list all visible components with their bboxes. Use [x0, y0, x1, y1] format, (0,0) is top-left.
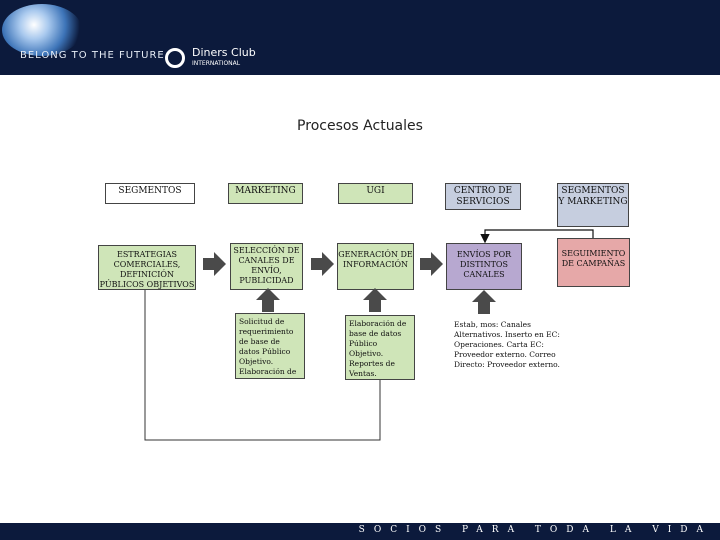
arrow-up-ugi: [363, 288, 387, 312]
col-header-ugi: UGI: [338, 183, 413, 204]
slogan: BELONG TO THE FUTURE: [20, 50, 165, 61]
footer-slogan: SOCIOS PARA TODA LA VIDA: [358, 525, 712, 535]
col-header-segmentos: SEGMENTOS: [105, 183, 195, 204]
col-header-marketing: MARKETING: [228, 183, 303, 204]
note-marketing: Solicitud de requerimiento de base de da…: [235, 313, 305, 379]
step-envios: ENVÍOS POR DISTINTOS CANALES: [446, 243, 522, 290]
col-header-segmentos-marketing: SEGMENTOS Y MARKETING: [557, 183, 629, 227]
brand-sub: INTERNATIONAL: [192, 60, 241, 67]
diners-logo-icon: [165, 48, 185, 68]
arrow-right-1: [203, 252, 226, 276]
footer-bar: SOCIOS PARA TODA LA VIDA: [0, 523, 720, 540]
arrow-right-2: [311, 252, 334, 276]
arrow-up-marketing: [256, 288, 280, 312]
step-estrategias: ESTRATEGIAS COMERCIALES, DEFINICIÓN PÚBL…: [98, 245, 196, 290]
arrow-right-3: [420, 252, 443, 276]
note-ugi: Elaboración de base de datos Público Obj…: [345, 315, 415, 380]
step-generacion-informacion: GENERACIÓN DE INFORMACIÓN: [337, 243, 414, 290]
feedback-line: [480, 229, 594, 244]
header-banner: BELONG TO THE FUTURE Diners Club INTERNA…: [0, 0, 720, 75]
globe-icon: [2, 4, 82, 56]
page-title: Procesos Actuales: [297, 118, 423, 134]
step-seguimiento: SEGUIMIENTO DE CAMPAÑAS: [557, 238, 630, 287]
note-centro-servicios: Estab, mos: Canales Alternativos. Insert…: [454, 320, 560, 367]
col-header-centro-servicios: CENTRO DE SERVICIOS: [445, 183, 521, 210]
arrow-up-centro: [472, 290, 496, 314]
loop-line: [144, 290, 381, 441]
brand-name: Diners Club: [192, 46, 256, 59]
